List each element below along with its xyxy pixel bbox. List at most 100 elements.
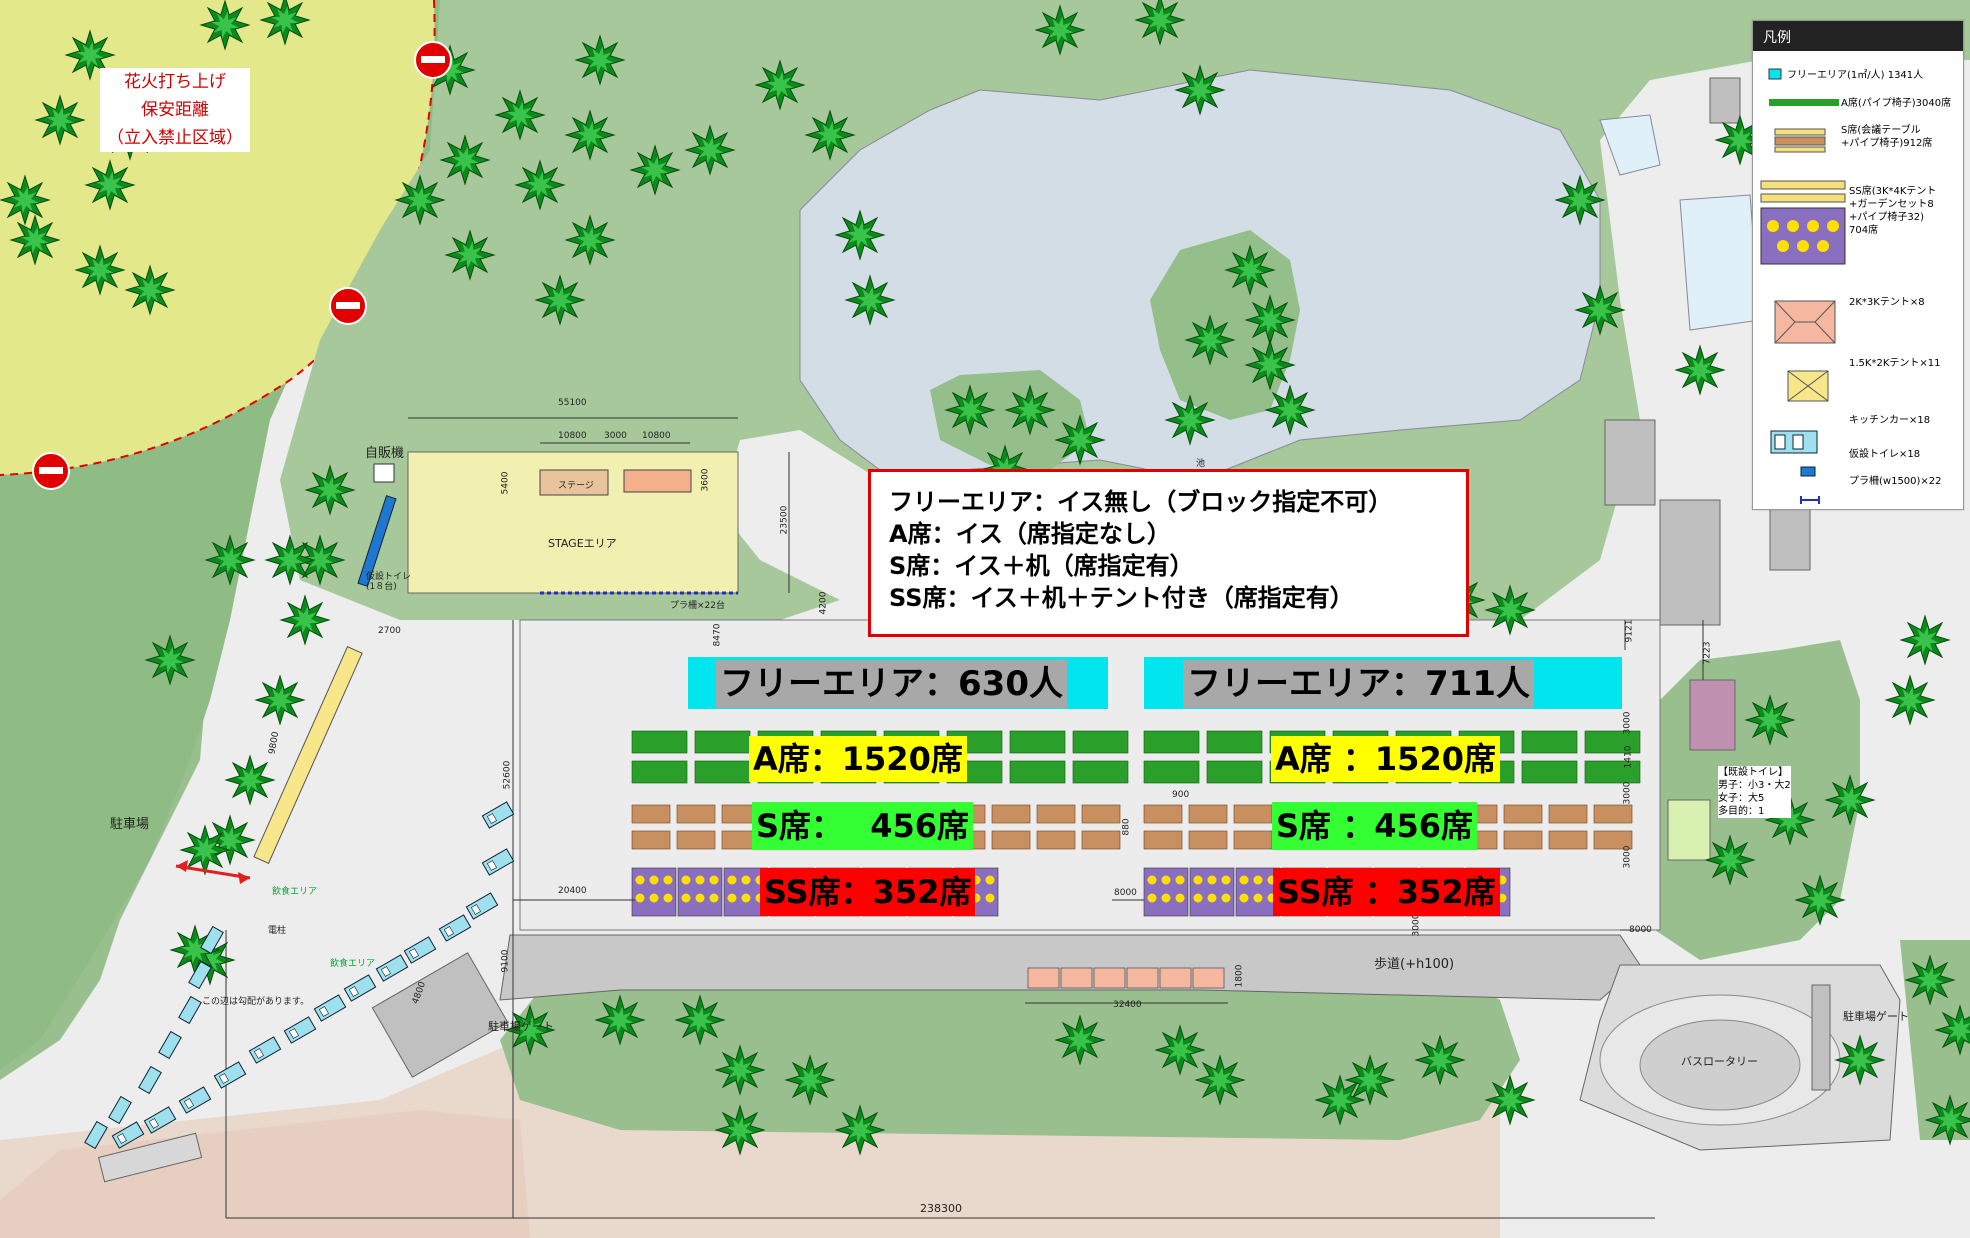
ss-seat-dot bbox=[1497, 893, 1507, 903]
tree-icon bbox=[1174, 64, 1226, 116]
tree-icon bbox=[1924, 1094, 1970, 1146]
tree-icon bbox=[84, 159, 136, 211]
tree-icon bbox=[514, 159, 566, 211]
tree-icon bbox=[834, 209, 886, 261]
fence-icon bbox=[1800, 496, 1820, 504]
tree-icon bbox=[204, 534, 256, 586]
a-seat-block bbox=[694, 760, 751, 784]
tree-icon bbox=[304, 464, 356, 516]
ss-seat-dot bbox=[1175, 893, 1185, 903]
kitchen-car-icon bbox=[200, 925, 224, 955]
toilet-icon bbox=[1800, 466, 1816, 477]
tree-icon bbox=[1574, 284, 1626, 336]
legend-label-fence: プラ柵(w1500)×22 bbox=[1849, 476, 1942, 487]
building-4 bbox=[1709, 77, 1741, 124]
tree-icon bbox=[0, 174, 51, 226]
ss-seat-swatch bbox=[1760, 180, 1846, 265]
ss-seat-dot bbox=[727, 893, 737, 903]
kitchen-car-icon bbox=[158, 1030, 182, 1060]
tree-icon bbox=[279, 594, 331, 646]
tree-icon bbox=[1224, 244, 1276, 296]
ss-seat-dot bbox=[635, 875, 645, 885]
dim-238300: 238300 bbox=[920, 1202, 962, 1215]
pole-label: 電柱 bbox=[268, 926, 287, 936]
dim-3000: 3000 bbox=[604, 431, 627, 441]
ss-seat-dot bbox=[663, 875, 673, 885]
tree-icon bbox=[444, 229, 496, 281]
a-seat-block bbox=[1584, 760, 1641, 784]
ss-seat-block bbox=[1143, 867, 1189, 917]
a-seat-swatch bbox=[1769, 99, 1839, 106]
existing-toilet-note: 【既設トイレ】 男子：小3・大2 女子：大5 多目的：1 bbox=[1718, 766, 1791, 818]
ss-seat-dot bbox=[1253, 893, 1263, 903]
tree-icon bbox=[1904, 954, 1956, 1006]
ss-seat-dot bbox=[1239, 875, 1249, 885]
tree-icon bbox=[1134, 0, 1186, 46]
s-seat-block bbox=[1143, 830, 1183, 850]
existing-toilet-multi: 多目的：1 bbox=[1718, 806, 1765, 817]
tent-block bbox=[1060, 967, 1093, 989]
tree-icon bbox=[1744, 694, 1796, 746]
vending-label: 自販機 bbox=[365, 446, 405, 461]
tree-icon bbox=[1794, 874, 1846, 926]
a-seat-block bbox=[631, 730, 688, 754]
tree-icon bbox=[944, 384, 996, 436]
tree-icon bbox=[1704, 834, 1756, 886]
tree-icon bbox=[1054, 414, 1106, 466]
ss-seat-dot bbox=[1161, 893, 1171, 903]
parking-gate-left-structure bbox=[371, 952, 509, 1078]
ss-seat-dot bbox=[1147, 893, 1157, 903]
info-line-free: フリーエリア：イス無し（ブロック指定不可） bbox=[889, 488, 1393, 516]
kitchen-car-icon bbox=[108, 1095, 132, 1125]
dim-1800: 1800 bbox=[1234, 964, 1245, 988]
a-seat-block bbox=[631, 760, 688, 784]
tree-icon bbox=[9, 214, 61, 266]
ss-seat-dot bbox=[635, 893, 645, 903]
tree-icon bbox=[1244, 339, 1296, 391]
free-area-left-label: フリーエリア：630人 bbox=[716, 660, 1067, 708]
food-area-label-2: 飲食エリア bbox=[330, 959, 376, 969]
tent-block bbox=[1192, 967, 1225, 989]
dim-5400: 5400 bbox=[500, 471, 511, 495]
tree-icon bbox=[224, 754, 276, 806]
pond-label: 池 bbox=[1196, 459, 1206, 469]
tree-icon bbox=[394, 174, 446, 226]
ss-seat-dot bbox=[649, 893, 659, 903]
building-2 bbox=[1659, 499, 1721, 626]
no-entry-sign-3 bbox=[32, 452, 70, 490]
s-seat-block bbox=[1081, 830, 1121, 850]
green-structure bbox=[1667, 799, 1711, 861]
tent-15x2-swatch bbox=[1787, 370, 1829, 402]
s-seat-block bbox=[676, 804, 716, 824]
s-seat-block bbox=[1503, 804, 1543, 824]
tree-icon bbox=[1674, 344, 1726, 396]
bus-rotary-label: バスロータリー bbox=[1681, 1055, 1758, 1068]
free-area-swatch bbox=[1768, 68, 1782, 80]
tree-icon bbox=[439, 134, 491, 186]
a-seat-block bbox=[1072, 730, 1129, 754]
ss-seat-left-label: SS席：352席 bbox=[760, 868, 976, 916]
a-seat-block bbox=[1143, 760, 1200, 784]
legend-label-tent-15x2: 1.5K*2Kテント×11 bbox=[1849, 358, 1941, 369]
no-entry-sign-2 bbox=[329, 287, 367, 325]
s-seat-block bbox=[1593, 804, 1633, 824]
info-line-ss: SS席：イス＋机＋テント付き（席指定有） bbox=[889, 584, 1354, 612]
s-seat-block bbox=[1548, 830, 1588, 850]
tree-icon bbox=[264, 534, 316, 586]
tree-icon bbox=[834, 1104, 886, 1156]
dim-900: 900 bbox=[1172, 790, 1190, 800]
kitchen-car-icon bbox=[213, 1061, 247, 1089]
tent-block bbox=[1093, 967, 1126, 989]
ss-seat-dot bbox=[709, 875, 719, 885]
kitchen-car-icon bbox=[438, 914, 472, 942]
existing-toilet-building bbox=[1689, 679, 1736, 751]
tree-icon bbox=[259, 0, 311, 46]
toilet-note: 仮設トイレ (1８台) bbox=[366, 572, 412, 592]
tree-icon bbox=[64, 29, 116, 81]
hazard-label: 花火打ち上げ 保安距離 （立入禁止区域） bbox=[100, 68, 250, 152]
a-seat-block bbox=[1584, 730, 1641, 754]
small-structure bbox=[97, 1132, 203, 1183]
tree-icon bbox=[1484, 584, 1536, 636]
tree-icon bbox=[1004, 384, 1056, 436]
kitchen-car-icon bbox=[481, 848, 515, 876]
